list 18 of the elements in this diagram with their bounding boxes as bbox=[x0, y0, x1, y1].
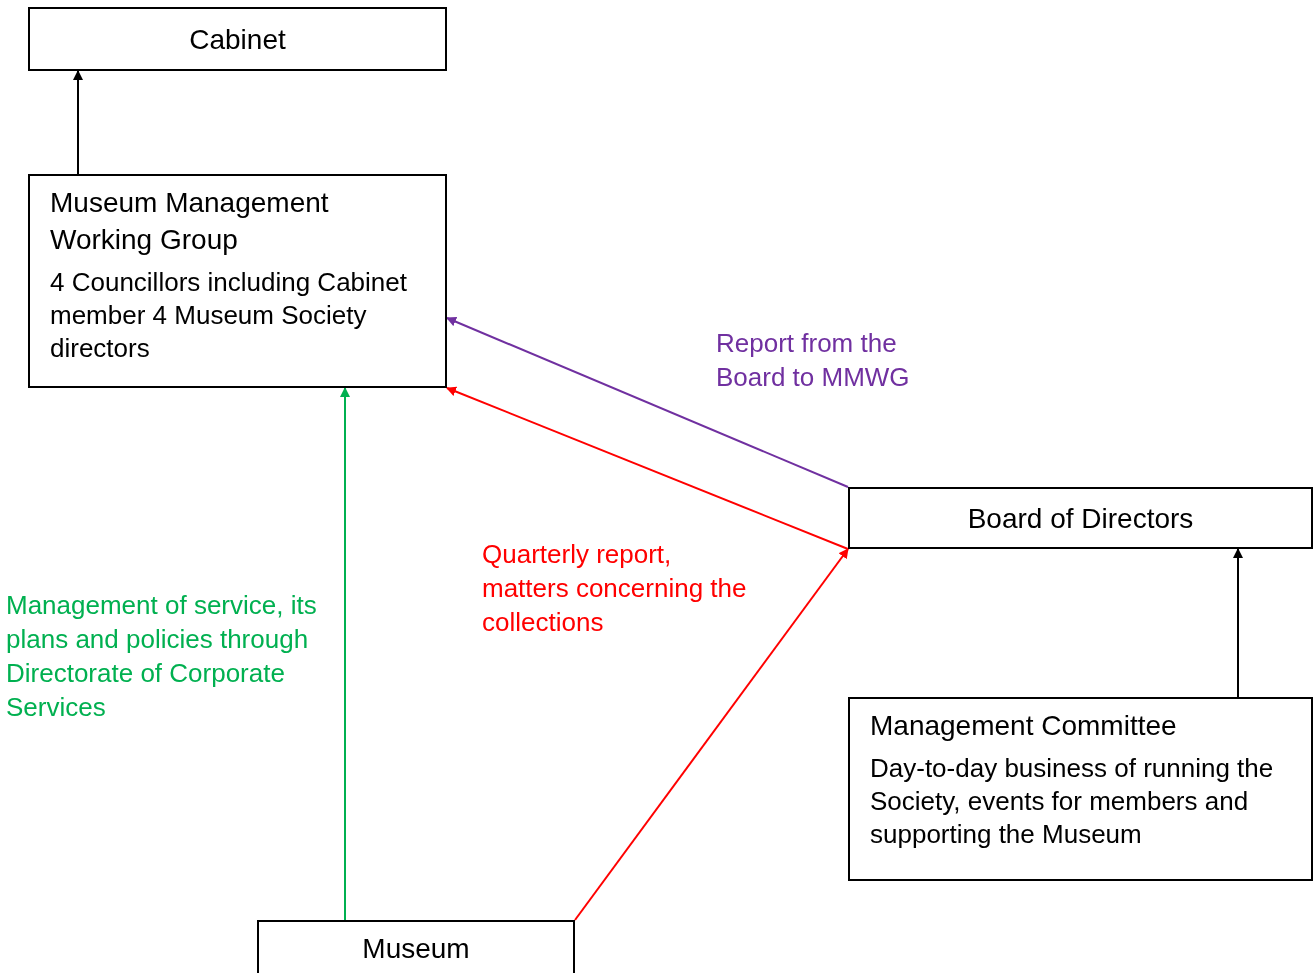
text-box bbox=[848, 697, 1313, 881]
box-title: Management Committee bbox=[870, 709, 1177, 743]
box-description: Day-to-day business of running the Society, events for members and supporting the Museum bbox=[870, 752, 1275, 851]
box-title: Museum Management Working Group bbox=[50, 186, 330, 257]
arrow bbox=[446, 386, 849, 550]
arrow bbox=[574, 548, 849, 921]
box-title: Museum bbox=[362, 932, 470, 966]
text-box bbox=[28, 174, 447, 388]
arrow bbox=[1233, 548, 1243, 698]
arrow bbox=[340, 387, 350, 921]
text-box bbox=[257, 920, 575, 973]
arrow bbox=[446, 316, 849, 488]
arrow bbox=[73, 70, 83, 175]
box-title: Board of Directors bbox=[967, 501, 1194, 536]
text-box bbox=[28, 7, 447, 71]
text-box bbox=[848, 487, 1313, 549]
box-description: 4 Councillors including Cabinet member 4 Museum Society directors bbox=[50, 266, 408, 365]
box-title: Cabinet bbox=[189, 22, 286, 57]
